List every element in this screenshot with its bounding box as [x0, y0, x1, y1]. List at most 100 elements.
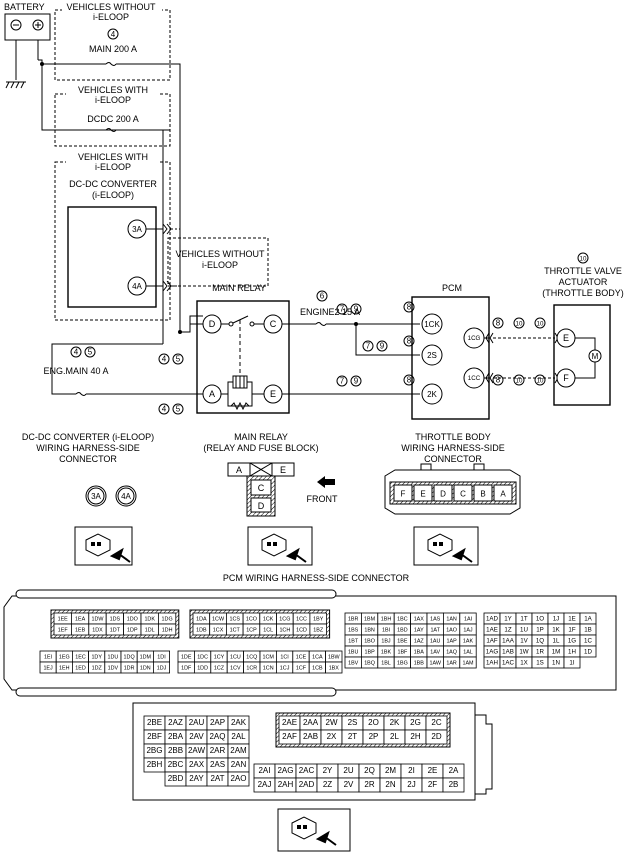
pin-label: 1BE [397, 639, 408, 645]
tb-pin-cell [493, 484, 513, 502]
with-ieloop-label-1: VEHICLES WITH [78, 85, 148, 95]
main-relay-pins [202, 314, 283, 404]
pin-C: C [270, 319, 277, 329]
tva-label-2: ACTUATOR [559, 277, 608, 287]
pin-label: 1DE [181, 655, 192, 661]
pin-label: 1BV [348, 661, 359, 667]
with-ieloop-label-1b: i-ELOOP [95, 95, 131, 105]
main-relay [196, 300, 290, 414]
pin-label: 1R [536, 649, 544, 656]
tb-pin-label: C [460, 490, 466, 499]
pin-label: 1DC [197, 655, 208, 661]
pin-label: 2Q [364, 766, 375, 775]
pin-label: 2BC [168, 760, 184, 769]
tb-pin-label: B [480, 490, 485, 499]
pin-label: 1DJ [157, 666, 167, 672]
pin-2K: 2K [427, 390, 437, 399]
relay-conn-caption-1: MAIN RELAY [234, 432, 288, 442]
pin-label: 2BG [146, 746, 162, 755]
circle-8e: 8 [496, 376, 501, 385]
pin-label: 1AY [414, 628, 424, 634]
pin-label: 2W [326, 718, 338, 727]
front-arrow-icon [317, 476, 335, 488]
pin-label: 1BL [381, 661, 391, 667]
pin-label: 2AR [210, 746, 226, 755]
pin-label: 1AM [462, 661, 474, 667]
tb-pin-cell [453, 484, 473, 502]
pin-label: 1DG [162, 617, 173, 623]
circle-8b: 8 [407, 337, 412, 346]
pin-label: 1B [584, 627, 592, 634]
without-ieloop-label-1: VEHICLES WITHOUT [66, 2, 156, 12]
pin-label: 1CB [312, 666, 323, 672]
main-relay-label: MAIN RELAY [212, 283, 266, 293]
pin-label: 1BK [381, 650, 392, 656]
pcm-connector-2-outline [132, 702, 493, 801]
pin-label: 1DD [197, 666, 208, 672]
relay-block-pin-D: D [258, 501, 265, 511]
throttle-valve-actuator [553, 304, 611, 406]
pin-label: 1BY [313, 617, 324, 623]
pin-label: 2AS [210, 760, 225, 769]
pin-label: 1AU [430, 639, 441, 645]
pin-label: 2U [343, 766, 353, 775]
pin-label: 2H [410, 732, 420, 741]
pin-cell [227, 771, 250, 787]
pin-label: 1CE [296, 655, 307, 661]
relay-block-pin-C: C [258, 483, 265, 493]
pin-label: 1BM [364, 617, 376, 623]
circle-10a: 10 [516, 321, 523, 328]
pin-label: 2I [408, 766, 415, 775]
pin-label: 1DK [144, 617, 155, 623]
pin-cell [579, 645, 597, 658]
pin-1CK: 1CK [424, 320, 440, 329]
pin-label: 2AZ [168, 718, 183, 727]
pin-label: 2G [410, 718, 421, 727]
pin-cell [325, 661, 343, 674]
pin-label: 1AC [502, 660, 515, 667]
without-ieloop-label-1b: i-ELOOP [93, 12, 129, 22]
pin-1CG: 1CG [468, 335, 481, 342]
pin-label: 1DH [162, 628, 173, 634]
pin-label: 1BO [364, 639, 375, 645]
pin-label: 1BW [328, 655, 341, 661]
pin-label: 2AW [188, 746, 205, 755]
pin-label: 1DW [92, 617, 105, 623]
pin-label: 2C [431, 718, 441, 727]
relay-connector-pictogram [247, 526, 313, 566]
arrow-icon [315, 830, 337, 846]
pin-label: 2AL [231, 732, 246, 741]
pin-tva-E: E [563, 333, 569, 343]
pin-label: 1DU [108, 655, 119, 661]
pin-cell [157, 623, 177, 636]
battery [4, 13, 51, 80]
pin-label: 1AW [429, 661, 441, 667]
pin-label: 1EH [59, 666, 70, 672]
without-ieloop-label-2b: i-ELOOP [202, 260, 238, 270]
battery-label: BATTERY [4, 2, 45, 12]
pin-label: 2AY [189, 774, 204, 783]
pin-label: 1P [536, 627, 544, 634]
circle-5a: 5 [88, 348, 93, 357]
pin-label: 1AX [414, 617, 425, 623]
pin-label: 1BU [348, 650, 359, 656]
connector-icon-pin [303, 825, 307, 829]
pin-label: 2AI [258, 766, 270, 775]
pin-label: 1K [552, 627, 560, 634]
pin-label: 1AK [463, 639, 474, 645]
pin-label: 2S [348, 718, 358, 727]
pin-label: 2BA [168, 732, 184, 741]
pin-label: 2AQ [209, 732, 225, 741]
pin-label: 1DQ [124, 655, 135, 661]
circle-10c: 10 [516, 378, 523, 385]
pin-cell [563, 656, 581, 669]
circle-9c: 9 [354, 377, 359, 386]
pcm-connector-1-outline [3, 589, 617, 697]
circle-7c: 7 [340, 377, 345, 386]
connector-icon-pin [297, 825, 301, 829]
connector-icon-pin [97, 542, 101, 546]
pin-4A: 4A [132, 282, 142, 291]
pin-label: 2X [327, 732, 337, 741]
pin-label: 2A [449, 766, 459, 775]
pin-label: 2AP [210, 718, 225, 727]
